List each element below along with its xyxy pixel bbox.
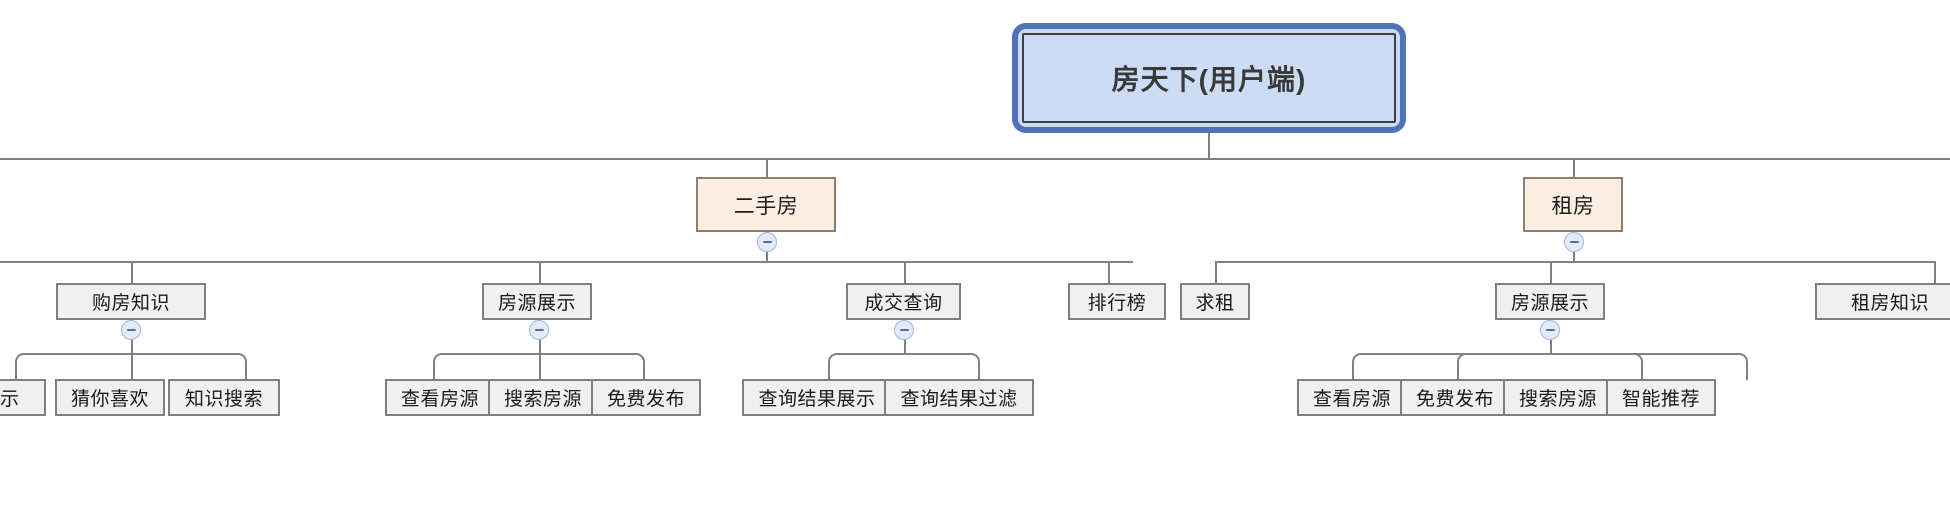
leaf-node-esf-sousuofangyuan[interactable]: 搜索房源 <box>488 379 598 416</box>
minus-circle-icon <box>126 329 136 331</box>
edge-root-stem <box>1208 133 1210 159</box>
collapse-toggle-zufang[interactable] <box>1564 232 1584 252</box>
edge-zufang-stem-lower <box>1573 252 1575 262</box>
branch-node-chengjiaochaxun-label: 成交查询 <box>864 293 943 314</box>
minus-circle-icon <box>1569 241 1579 243</box>
leaf-node-esf-chakanfangyuan[interactable]: 查看房源 <box>385 379 495 416</box>
branch-node-gouwangzhishi[interactable]: 购房知识 <box>56 283 206 320</box>
collapse-toggle-gouwangzhishi[interactable] <box>121 320 141 340</box>
root-node[interactable]: 房天下(用户端) <box>1022 33 1396 123</box>
edge-elbow-zf-fyzs-inner-left <box>1457 353 1551 380</box>
edge-zf-fangyuanzhanshi-stem <box>1550 340 1552 354</box>
leaf-node-zf-zhinengtuijian-label: 智能推荐 <box>1621 389 1700 410</box>
leaf-node-zf-chakanfangyuan[interactable]: 查看房源 <box>1297 379 1407 416</box>
edge-gouwangzhishi-mid-stem <box>131 353 133 380</box>
leaf-node-zhanshi-label: 展示 <box>0 389 20 410</box>
category-node-zufang[interactable]: 租房 <box>1523 177 1623 232</box>
branch-node-gouwangzhishi-label: 购房知识 <box>91 293 170 314</box>
branch-node-paihangbang-label: 排行榜 <box>1087 293 1147 314</box>
leaf-node-cainixihuan-label: 猜你喜欢 <box>70 389 149 410</box>
edge-level3-bus-ershoufang <box>0 261 1133 263</box>
minus-circle-icon <box>899 329 909 331</box>
minus-circle-icon <box>1545 329 1555 331</box>
leaf-node-zf-mianfeifabu[interactable]: 免费发布 <box>1400 379 1510 416</box>
category-node-ershoufang[interactable]: 二手房 <box>696 177 836 232</box>
minus-circle-icon <box>534 329 544 331</box>
edge-gouwangzhishi-stem <box>131 340 133 354</box>
leaf-node-esf-chakanfangyuan-label: 查看房源 <box>400 389 479 410</box>
leaf-node-zf-mianfeifabu-label: 免费发布 <box>1415 389 1494 410</box>
edge-bus-to-zufangzhishi <box>1934 261 1936 285</box>
leaf-node-chaxunjieguozhanshi[interactable]: 查询结果展示 <box>742 379 892 416</box>
edge-elbow-esf-fyzs-right <box>538 353 645 380</box>
branch-node-zufangzhishi-label: 租房知识 <box>1850 293 1929 314</box>
leaf-node-zf-zhinengtuijian[interactable]: 智能推荐 <box>1606 379 1716 416</box>
edge-esf-fangyuanzhanshi-stem <box>539 340 541 354</box>
category-node-zufang-label: 租房 <box>1551 194 1595 218</box>
branch-node-paihangbang[interactable]: 排行榜 <box>1068 283 1166 320</box>
leaf-node-cainixihuan[interactable]: 猜你喜欢 <box>55 379 165 416</box>
leaf-node-zf-sousuofangyuan-label: 搜索房源 <box>1518 389 1597 410</box>
leaf-node-esf-mianfeifabu-label: 免费发布 <box>606 389 685 410</box>
collapse-toggle-ershoufang[interactable] <box>757 232 777 252</box>
edge-elbow-zf-fyzs-inner-right <box>1549 353 1643 380</box>
branch-node-zf-fangyuanzhanshi-label: 房源展示 <box>1510 293 1589 314</box>
edge-bus-to-chengjiaochaxun <box>904 261 906 285</box>
leaf-node-zhanshi[interactable]: 展示 <box>0 379 46 416</box>
edge-elbow-zf-fyzs-outer-left <box>1352 353 1551 380</box>
collapse-toggle-chengjiaochaxun[interactable] <box>894 320 914 340</box>
edge-elbow-gouwangzhishi-left <box>15 353 132 380</box>
minus-circle-icon <box>762 241 772 243</box>
branch-node-esf-fangyuanzhanshi[interactable]: 房源展示 <box>482 283 592 320</box>
leaf-node-esf-mianfeifabu[interactable]: 免费发布 <box>591 379 701 416</box>
branch-node-qiuzu-label: 求租 <box>1195 293 1235 314</box>
leaf-node-esf-sousuofangyuan-label: 搜索房源 <box>503 389 582 410</box>
branch-node-chengjiaochaxun[interactable]: 成交查询 <box>846 283 961 320</box>
edge-level3-bus-zufang <box>1215 261 1935 263</box>
edge-elbow-cjcx-right <box>903 353 980 380</box>
edge-bus-to-zf-fangyuanzhanshi <box>1550 261 1552 285</box>
edge-bus-to-paihangbang <box>1108 261 1110 285</box>
branch-node-qiuzu[interactable]: 求租 <box>1180 283 1250 320</box>
leaf-node-chaxunjieguoguolv[interactable]: 查询结果过滤 <box>884 379 1034 416</box>
edge-elbow-zf-fyzs-outer-right <box>1549 353 1748 380</box>
edge-bus-to-ershoufang <box>766 158 768 184</box>
leaf-node-chaxunjieguozhanshi-label: 查询结果展示 <box>758 389 876 410</box>
leaf-node-zf-sousuofangyuan[interactable]: 搜索房源 <box>1503 379 1613 416</box>
edge-elbow-esf-fyzs-left <box>433 353 540 380</box>
collapse-toggle-esf-fangyuanzhanshi[interactable] <box>529 320 549 340</box>
edge-bus-to-esf-fangyuanzhanshi <box>539 261 541 285</box>
branch-node-esf-fangyuanzhanshi-label: 房源展示 <box>497 293 576 314</box>
edge-bus-to-zufang <box>1573 158 1575 184</box>
edge-elbow-gouwangzhishi-right <box>130 353 247 380</box>
branch-node-zf-fangyuanzhanshi[interactable]: 房源展示 <box>1495 283 1605 320</box>
leaf-node-zf-chakanfangyuan-label: 查看房源 <box>1312 389 1391 410</box>
edge-bus-to-gouwangzhishi <box>131 261 133 285</box>
edge-elbow-cjcx-left <box>828 353 905 380</box>
edge-ershoufang-stem-lower <box>766 252 768 262</box>
leaf-node-chaxunjieguoguolv-label: 查询结果过滤 <box>900 389 1018 410</box>
edge-level2-bus <box>0 158 1950 160</box>
collapse-toggle-zf-fangyuanzhanshi[interactable] <box>1540 320 1560 340</box>
edge-bus-to-qiuzu <box>1215 261 1217 285</box>
root-node-label: 房天下(用户端) <box>1111 64 1307 95</box>
edge-chengjiaochaxun-stem <box>904 340 906 354</box>
leaf-node-zhishisousuo[interactable]: 知识搜索 <box>168 379 280 416</box>
category-node-ershoufang-label: 二手房 <box>733 194 799 218</box>
branch-node-zufangzhishi[interactable]: 租房知识 <box>1815 283 1950 320</box>
edge-esf-fyzs-mid-stem <box>539 353 541 380</box>
leaf-node-zhishisousuo-label: 知识搜索 <box>184 389 263 410</box>
